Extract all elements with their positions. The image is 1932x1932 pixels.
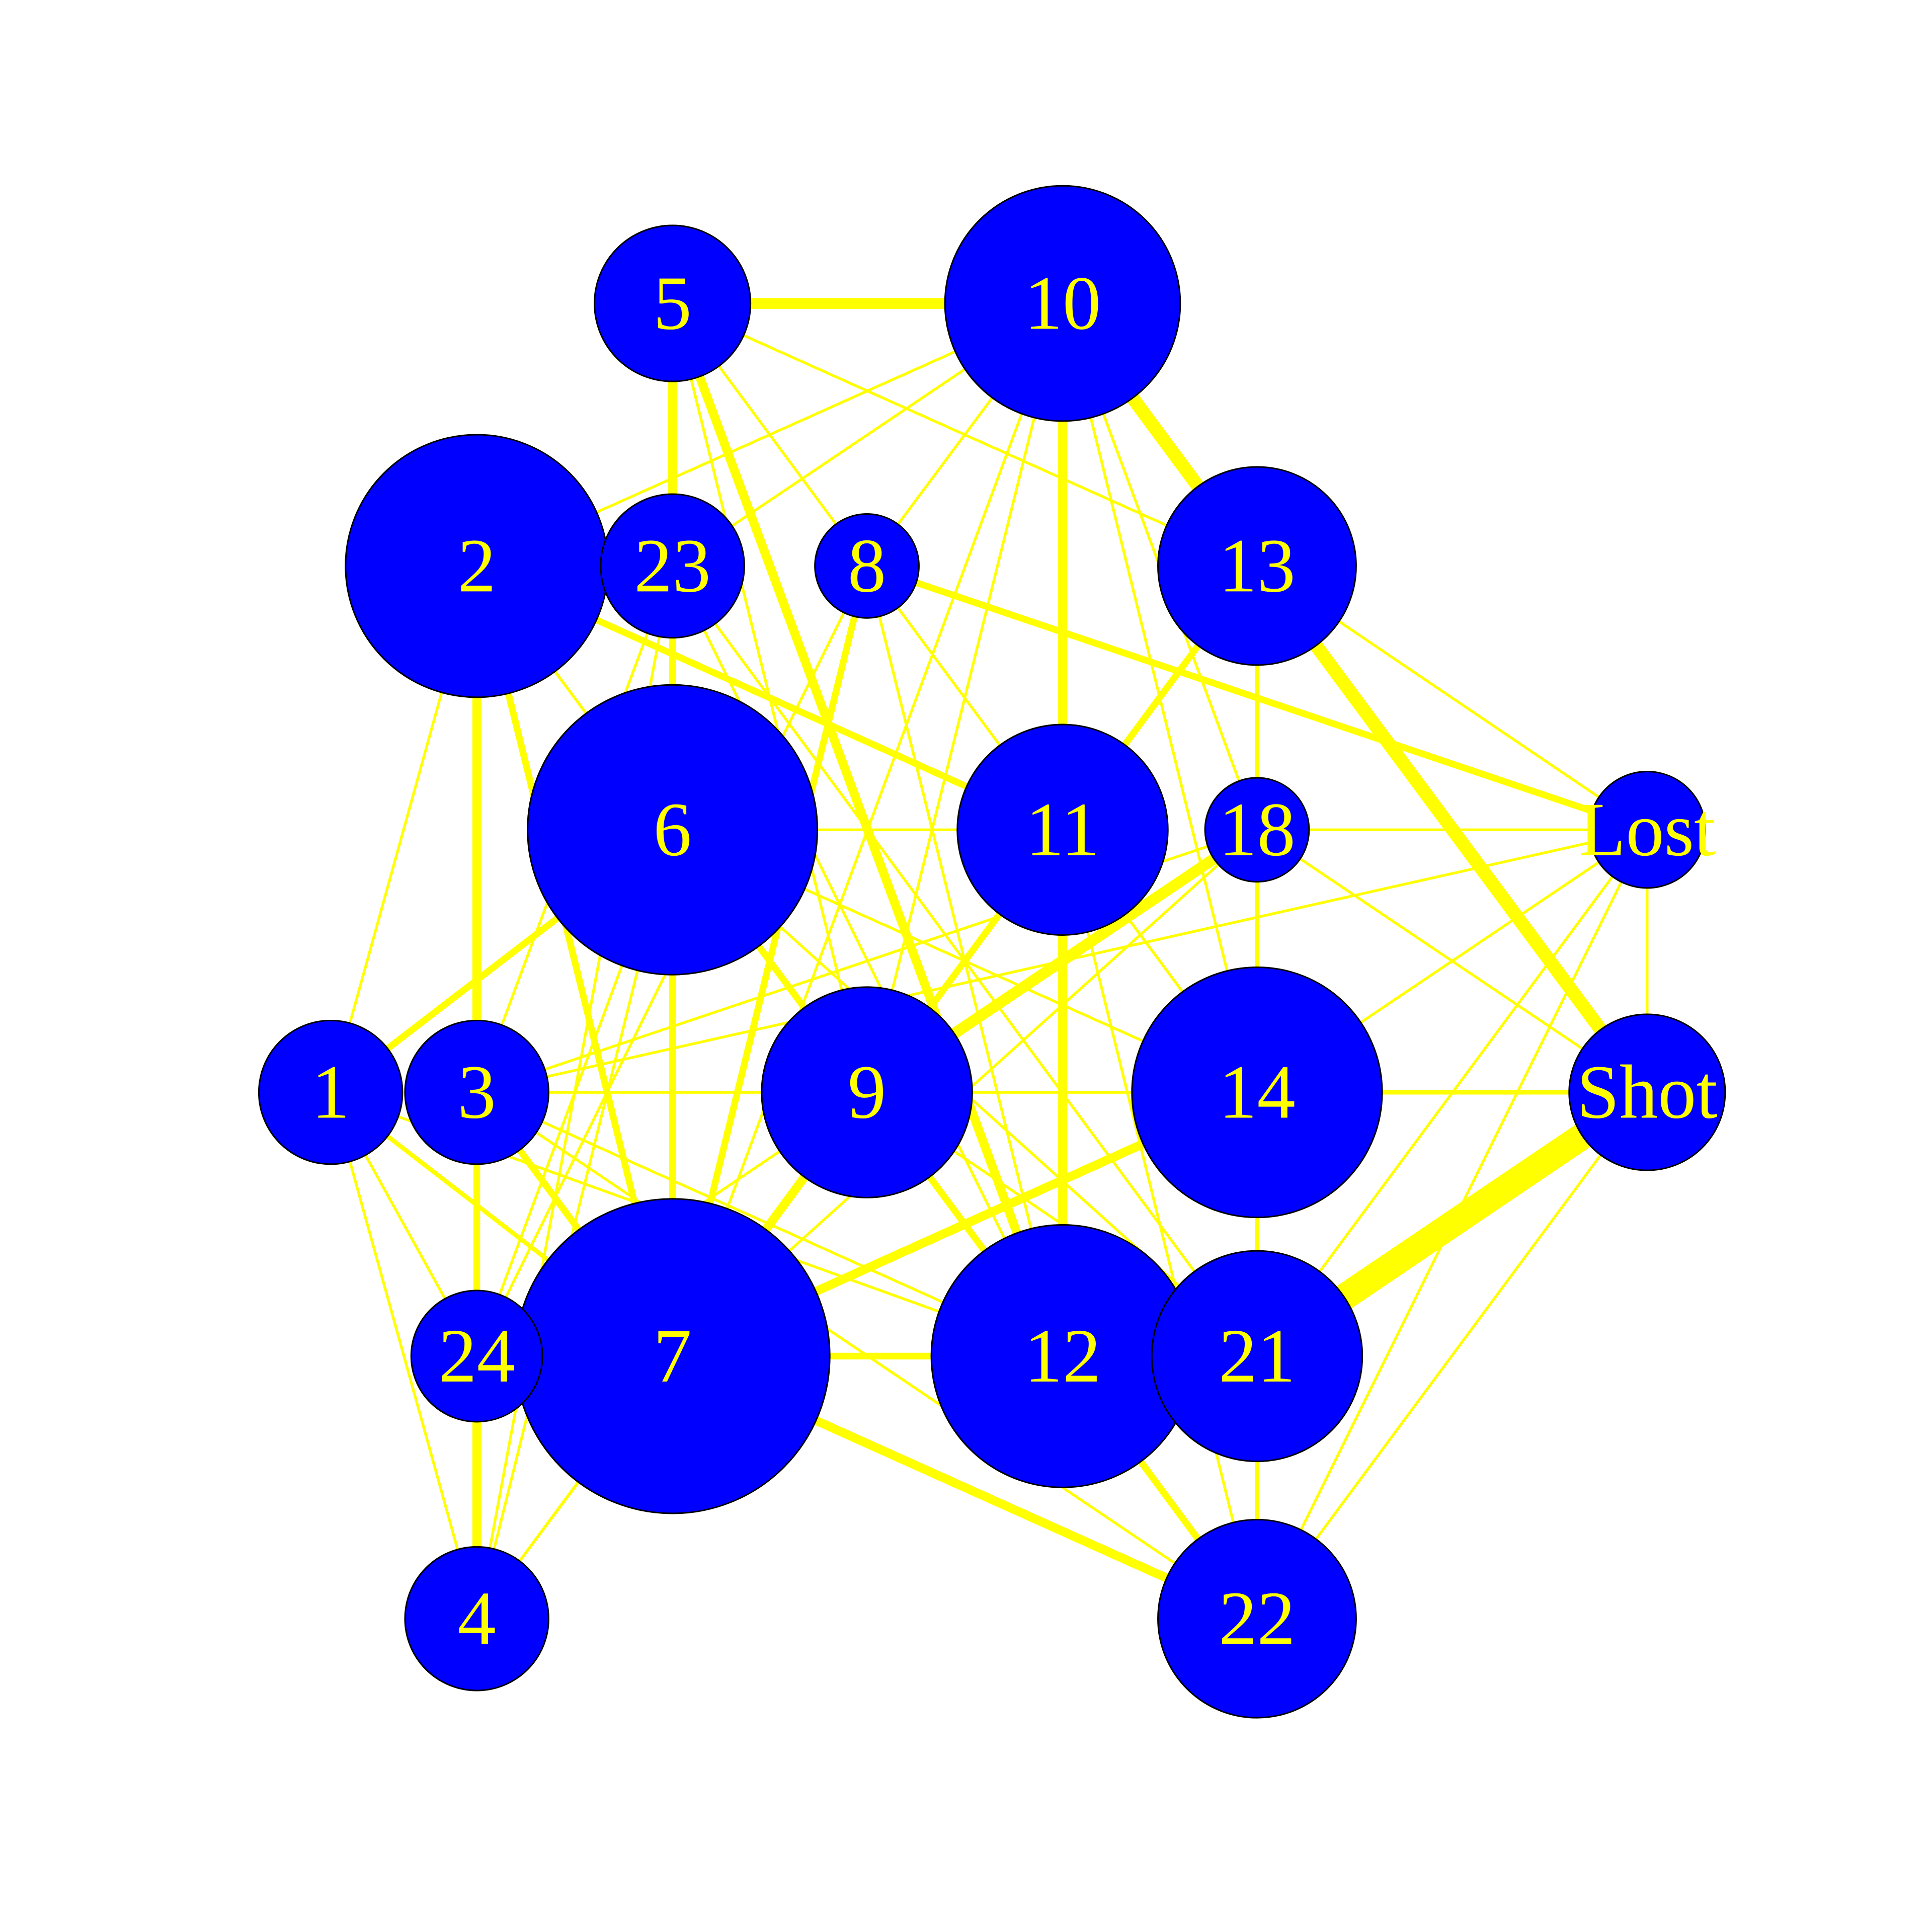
node-22: 22 [1157, 1518, 1357, 1719]
node-circle [404, 1546, 549, 1692]
node-circle [1588, 771, 1707, 889]
node-label: 8 [848, 523, 886, 608]
node-2: 2 [345, 434, 609, 698]
node-label: 10 [1024, 261, 1101, 346]
node-label: 7 [653, 1314, 691, 1399]
edge-1-4 [329, 1092, 478, 1619]
edge-11-22 [1061, 829, 1259, 1619]
node-3: 3 [404, 1019, 549, 1165]
node-label: 4 [458, 1576, 496, 1661]
node-label: 22 [1219, 1576, 1296, 1661]
node-circle [404, 1019, 549, 1165]
node-label: 14 [1219, 1050, 1296, 1135]
node-label: Lost [1579, 787, 1715, 872]
node-7: 7 [514, 1198, 831, 1514]
edge-Shot-22 [1256, 1091, 1648, 1620]
node-label: 11 [1026, 787, 1100, 872]
node-5: 5 [594, 224, 752, 382]
node-6: 6 [527, 684, 819, 976]
node-circle [1151, 1250, 1363, 1463]
node-shot: Shot [1568, 1013, 1726, 1171]
node-label: 23 [634, 523, 711, 608]
node-13: 13 [1157, 466, 1357, 666]
node-circle [814, 513, 920, 619]
node-circle [1157, 1518, 1357, 1719]
node-label: 5 [653, 261, 691, 346]
node-label: 3 [458, 1050, 496, 1135]
node-circle [600, 493, 745, 639]
node-9: 9 [761, 986, 973, 1198]
node-label: 9 [848, 1050, 886, 1135]
node-label: 13 [1219, 523, 1296, 608]
node-label: 18 [1219, 787, 1296, 872]
node-label: 6 [653, 787, 691, 872]
node-circle [956, 723, 1169, 936]
node-label: Shot [1577, 1050, 1718, 1135]
node-24: 24 [410, 1290, 543, 1423]
node-label: 24 [438, 1314, 515, 1399]
node-circle [258, 1019, 404, 1165]
node-circle [1131, 966, 1383, 1219]
node-circle [1204, 777, 1310, 883]
node-circle [1157, 466, 1357, 666]
node-23: 23 [600, 493, 745, 639]
node-circle [761, 986, 973, 1198]
node-11: 11 [956, 723, 1169, 936]
node-1: 1 [258, 1019, 404, 1165]
edge-Lost-3 [476, 828, 1648, 1094]
edge-Lost-21 [1256, 829, 1648, 1357]
node-14: 14 [1131, 966, 1383, 1219]
node-8: 8 [814, 513, 920, 619]
node-4: 4 [404, 1546, 549, 1692]
node-circle [594, 224, 752, 382]
node-circle [944, 185, 1181, 422]
edge-8-12 [865, 566, 1064, 1357]
node-21: 21 [1151, 1250, 1363, 1463]
edge-Lost-22 [1256, 829, 1649, 1620]
node-circle [1568, 1013, 1726, 1171]
node-10: 10 [944, 185, 1181, 422]
node-circle [410, 1290, 543, 1423]
node-label: 21 [1219, 1314, 1296, 1399]
node-label: 12 [1024, 1314, 1101, 1399]
node-label: 1 [311, 1050, 350, 1135]
node-circle [527, 684, 819, 976]
node-label: 2 [458, 523, 496, 608]
node-lost: Lost [1579, 771, 1716, 889]
node-18: 18 [1204, 777, 1310, 883]
